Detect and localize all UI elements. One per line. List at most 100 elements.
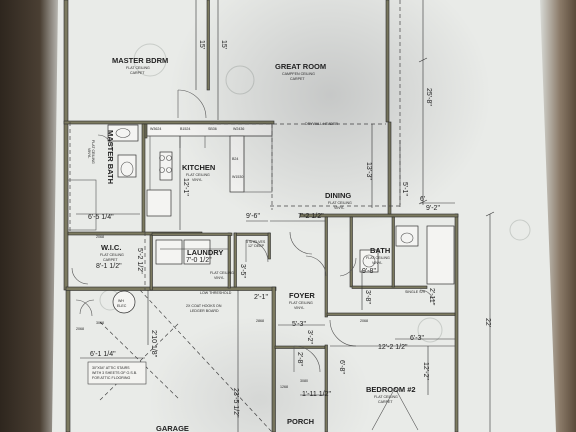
water-heater-label: WH — [118, 299, 124, 303]
note-shelves: 5 SHELVES — [246, 240, 266, 244]
interior-walls — [67, 123, 456, 432]
dim-label: 2'10 1/8" — [150, 330, 157, 358]
door-size-codes: 2068 2068 3068 2868 1268 2068 3080 — [76, 235, 368, 389]
dim-label: 6'-1 1/4" — [90, 351, 116, 358]
room-foyer-note: FLAT CEILING — [289, 301, 313, 305]
dimension-labels: 15' 15' 25'-8" 13'-3" 12'-1" 5'-1" 6' 9'… — [88, 40, 491, 418]
cabinet-label: W2436 — [233, 127, 244, 131]
room-dining-floor: VINYL — [334, 206, 344, 210]
note-attic-2: WITH 3 SHEETS OF O.S.B. — [92, 371, 137, 375]
dim-label: 5'-3" — [292, 321, 306, 328]
kitchen-cabinets: W3624 B1524 SB36 W2436 B24 W1530 — [146, 123, 273, 217]
room-bath-floor: VINYL — [372, 261, 382, 265]
door-code: 1268 — [280, 385, 288, 389]
room-bedroom-2: BEDROOM #2 — [366, 385, 416, 394]
dim-label: 6'-8" — [338, 360, 345, 374]
door-code: 3080 — [300, 379, 308, 383]
room-laundry-note: FLAT CEILING — [210, 271, 234, 275]
dim-label: 22' — [484, 318, 491, 327]
dim-label: 8'-1 1/2" — [96, 263, 122, 270]
door-code: 2068 — [360, 319, 368, 323]
door-swings — [71, 89, 435, 431]
dim-label: 2'-1" — [254, 294, 268, 301]
room-bath: BATH — [370, 246, 390, 255]
dim-label: 6'-5 1/4" — [88, 214, 114, 221]
dim-label: 7'-2 1/2" — [298, 213, 324, 220]
room-master-bath: MASTER BATH — [106, 130, 115, 184]
bath-fixtures: WH ELEC — [67, 124, 455, 314]
room-wic: W.I.C. — [101, 243, 121, 252]
plan-notes: DRYWALL HEADER 5 SHELVES 12" DEEP SINGLE… — [87, 122, 426, 385]
dim-label: 15' — [220, 40, 227, 49]
note-ledger-2: LEDGER BOARD — [190, 309, 219, 313]
dim-label: 9'-6" — [246, 213, 260, 220]
room-porch: PORCH — [287, 417, 314, 426]
note-ledger: 2X COAT HOOKS ON — [186, 304, 222, 308]
dim-label: 6'-3" — [410, 335, 424, 342]
dim-label: 9'-2" — [426, 205, 440, 212]
room-master-bath-note: FLAT CEILING — [91, 140, 95, 164]
room-great-room-note: CAMPFEN CEILING — [282, 72, 315, 76]
room-bath-note: FLAT CEILING — [366, 256, 390, 260]
dim-label: 6' — [420, 196, 425, 203]
room-great-room: GREAT ROOM — [275, 62, 326, 71]
cabinet-label: B24 — [232, 157, 238, 161]
room-garage: GARAGE — [156, 424, 189, 432]
note-single-sh: SINGLE S/H — [405, 290, 426, 294]
room-laundry-floor: VINYL — [214, 276, 224, 280]
note-drywall-header: DRYWALL HEADER — [305, 122, 338, 126]
door-code: 2068 — [96, 235, 104, 239]
watermark — [99, 43, 531, 343]
cabinet-label: W1530 — [232, 175, 243, 179]
room-dining: DINING — [325, 191, 351, 200]
dim-label: 12'-2 1/2" — [378, 344, 408, 351]
dim-label: 5'-2 1/2" — [136, 248, 143, 274]
dim-label: 12'-1" — [182, 178, 189, 196]
door-code: 2068 — [76, 327, 84, 331]
water-heater-sub: ELEC — [117, 304, 127, 308]
dim-label: 25'-8" — [425, 88, 432, 106]
room-wic-note: FLAT CEILING — [100, 253, 124, 257]
attic-note-box — [87, 361, 147, 385]
dim-label: 9'-8" — [362, 268, 376, 275]
room-laundry: LAUNDRY — [187, 248, 223, 257]
dim-label: 2'-11" — [428, 288, 435, 306]
door-code: 2868 — [256, 319, 264, 323]
room-master-bdrm-floor: CARPET — [130, 71, 145, 75]
room-dining-note: FLAT CEILING — [328, 201, 352, 205]
room-bedroom-2-note: FLAT CEILING — [374, 395, 398, 399]
note-shelves-deep: 12" DEEP — [248, 244, 265, 248]
dim-label: 2'-8" — [296, 352, 303, 366]
dim-label: 12'-2" — [422, 362, 429, 380]
cabinet-label: W3624 — [150, 127, 161, 131]
cabinet-label: B1524 — [180, 127, 190, 131]
cabinet-label: SB36 — [208, 127, 217, 131]
room-kitchen: KITCHEN — [182, 163, 215, 172]
dim-label: 5'-1" — [401, 182, 408, 196]
dimension-lines — [76, 0, 495, 432]
dim-label: 15' — [198, 40, 205, 49]
room-master-bath-floor: VINYL — [87, 148, 91, 158]
dim-label: 3'-8" — [364, 290, 371, 304]
dim-label: 23'-5 1/2" — [232, 388, 239, 418]
room-master-bdrm-note: FLAT CEILING — [126, 66, 150, 70]
room-labels: MASTER BDRM FLAT CEILING CARPET GREAT RO… — [87, 56, 416, 432]
room-foyer-floor: VINYL — [294, 306, 304, 310]
room-master-bdrm: MASTER BDRM — [112, 56, 168, 65]
room-great-room-floor: CARPET — [290, 77, 305, 81]
note-attic-1: 30"X54" ATTIC STAIRS — [92, 366, 130, 370]
door-code: 3068 — [96, 321, 104, 325]
dashed-lines — [69, 0, 401, 432]
note-attic-3: FOR ATTIC FLOORING — [92, 376, 130, 380]
note-low-threshold: LOW THRESHOLD — [200, 291, 232, 295]
room-foyer: FOYER — [289, 291, 315, 300]
room-wic-floor: CARPET — [103, 258, 118, 262]
dim-label: 7'-0 1/2" — [186, 257, 212, 264]
room-kitchen-note: FLAT CEILING — [186, 173, 210, 177]
dim-label: 13'-3" — [365, 162, 372, 180]
dim-label: 1'-11 1/2" — [302, 391, 332, 398]
room-bedroom-2-floor: CARPET — [378, 400, 393, 404]
dim-label: 3'-2" — [306, 330, 313, 344]
